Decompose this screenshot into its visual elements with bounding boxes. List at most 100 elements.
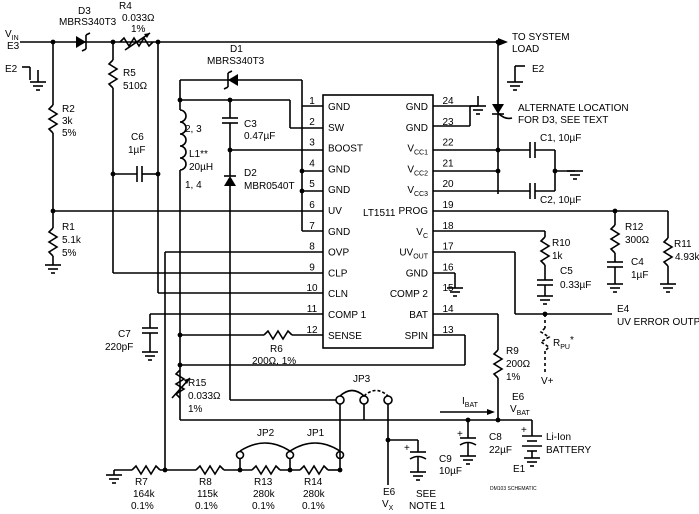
r10-value: 1k — [552, 251, 564, 262]
ic-left-pin-name: GND — [328, 102, 350, 113]
l1-value: 20µH — [189, 162, 213, 173]
system-load-line1: TO SYSTEM — [512, 32, 570, 43]
ic-right-pin-name: GND — [406, 123, 428, 134]
r8-ref: R8 — [199, 477, 212, 488]
ic-left-pin-name: GND — [328, 227, 350, 238]
r6-resistor — [263, 329, 293, 341]
r2-tol: 5% — [62, 128, 77, 139]
ic-right-pin-number: 17 — [442, 242, 454, 253]
r15-ref: R15 — [188, 378, 207, 389]
d2-diode — [224, 176, 236, 186]
ic-left-pin-name: SENSE — [328, 331, 362, 342]
lt1511-ic — [322, 94, 434, 349]
jp1-pin2[interactable] — [335, 450, 345, 460]
ic-right-pin-number: 23 — [442, 117, 454, 128]
system-load-line2: LOAD — [512, 44, 539, 55]
battery-plus: + — [521, 425, 527, 436]
c5-ref: C5 — [560, 266, 573, 277]
r8-tol: 0.1% — [195, 501, 218, 512]
ic-right-pin-name: VCC2 — [407, 164, 428, 177]
ic-right-pin-number: 21 — [442, 158, 454, 169]
r1-resistor — [47, 227, 59, 257]
e6-bottom-ref: E6 — [383, 487, 396, 498]
r5-ref: R5 — [123, 68, 136, 79]
jp2-pin1[interactable] — [235, 450, 245, 460]
c3-ref: C3 — [244, 119, 257, 130]
e6-bottom-label: VX — [382, 499, 394, 512]
ic-right-pin-number: 13 — [442, 325, 454, 336]
c8-value: 22µF — [489, 445, 512, 456]
ic-right-pin-number: 18 — [442, 221, 454, 232]
r11-value: 4.93k — [675, 252, 699, 263]
r4-ref: R4 — [119, 1, 132, 12]
r9-resistor — [492, 349, 504, 379]
ic-right-pin-name: VC — [416, 227, 428, 240]
jp3-pin3[interactable] — [383, 395, 393, 405]
c4-value: 1µF — [631, 270, 648, 281]
e2-left: E2 — [5, 64, 18, 75]
r1-r2-divider: R2 3k 5% R1 5.1k 5% — [44, 42, 323, 274]
see-note-line1: SEE — [416, 489, 436, 500]
c5-value: 0.33µF — [560, 280, 591, 291]
jp3-pin1[interactable] — [335, 395, 345, 405]
d1-ref: D1 — [230, 44, 243, 55]
ic-right-pins: 24GND23GND22VCC121VCC220VCC319PROG18VC17… — [390, 96, 454, 342]
d3-part: MBRS340T3 — [59, 17, 117, 28]
r13-tol: 0.1% — [252, 501, 275, 512]
switching-section: D1 MBRS340T3 2, 3 L1** 20µH 1, 4 C3 0.47… — [177, 44, 323, 420]
l1-ref: L1** — [189, 149, 208, 160]
r15-value: 0.033Ω — [188, 391, 221, 402]
r13-resistor — [251, 464, 281, 476]
r13-value: 280k — [253, 489, 276, 500]
ic-right-pin-name: VCC3 — [407, 185, 428, 198]
footer-tag: DM103 SCHEMATIC — [490, 486, 537, 492]
r1-ref: R1 — [62, 222, 75, 233]
input-section: VIN E3 TO SYSTEM LOAD D3 MBRS340T3 R4 0.… — [5, 1, 570, 91]
c1-ref: C1, 10µF — [540, 133, 581, 144]
c9-value: 10µF — [439, 466, 462, 477]
c7-ref: C7 — [118, 329, 131, 340]
control-section: R12 300Ω C4 1µF R11 4.93k R10 1k C5 0.33… — [433, 208, 699, 387]
d3-alt-diode — [492, 104, 504, 114]
ic-left-pin-number: 12 — [306, 325, 318, 336]
r2-resistor — [47, 104, 59, 134]
d2-ref: D2 — [244, 168, 257, 179]
r8-value: 115k — [197, 489, 219, 500]
ic-left-pins: 1GND2SW3BOOST4GND5GND6UV7GND8OVP9CLP10CL… — [306, 96, 366, 342]
vin-label: VIN — [5, 29, 19, 42]
l1-pins-top: 2, 3 — [185, 124, 202, 135]
ic-left-pin-name: GND — [328, 164, 350, 175]
ic-left-pin-number: 10 — [306, 283, 318, 294]
r4-tol: 1% — [131, 24, 146, 35]
d3-diode — [76, 36, 86, 48]
jp2-pin2[interactable] — [285, 450, 295, 460]
ic-left-pin-number: 2 — [309, 117, 315, 128]
r7-ref: R7 — [135, 477, 148, 488]
r5-value: 510Ω — [123, 81, 148, 92]
r5-c6-network: R5 510Ω C6 1µF — [107, 42, 323, 294]
e4-ref: E4 — [617, 304, 630, 315]
ic-right-pin-name: VCC1 — [407, 144, 428, 157]
jp3-pin2[interactable] — [359, 395, 369, 405]
e2-right: E2 — [532, 64, 545, 75]
ic-left-pin-name: GND — [328, 185, 350, 196]
r12-value: 300Ω — [625, 235, 650, 246]
ic-left-pin-name: SW — [328, 123, 345, 134]
d2-part: MBR0540T — [244, 181, 295, 192]
c7-value: 220pF — [105, 342, 133, 353]
r4-value: 0.033Ω — [122, 13, 155, 24]
c3-value: 0.47µF — [244, 131, 275, 142]
ic-left-pin-number: 3 — [309, 138, 315, 149]
ic-right-pin-number: 20 — [442, 179, 454, 190]
ic-right-pin-name: GND — [406, 102, 428, 113]
ic-left-pin-name: BOOST — [328, 144, 363, 155]
e6-top-ref: E6 — [512, 392, 525, 403]
jp1-ref: JP1 — [307, 428, 325, 439]
ic-right-pin-name: SPIN — [405, 331, 428, 342]
alt-note-line1: ALTERNATE LOCATION — [518, 103, 629, 114]
ic-left-pin-name: CLN — [328, 289, 348, 300]
ic-right-pin-name: BAT — [409, 310, 428, 321]
rpu-label: RPU* — [553, 335, 574, 351]
r13-ref: R13 — [254, 477, 273, 488]
ic-left-pin-number: 7 — [309, 221, 315, 232]
